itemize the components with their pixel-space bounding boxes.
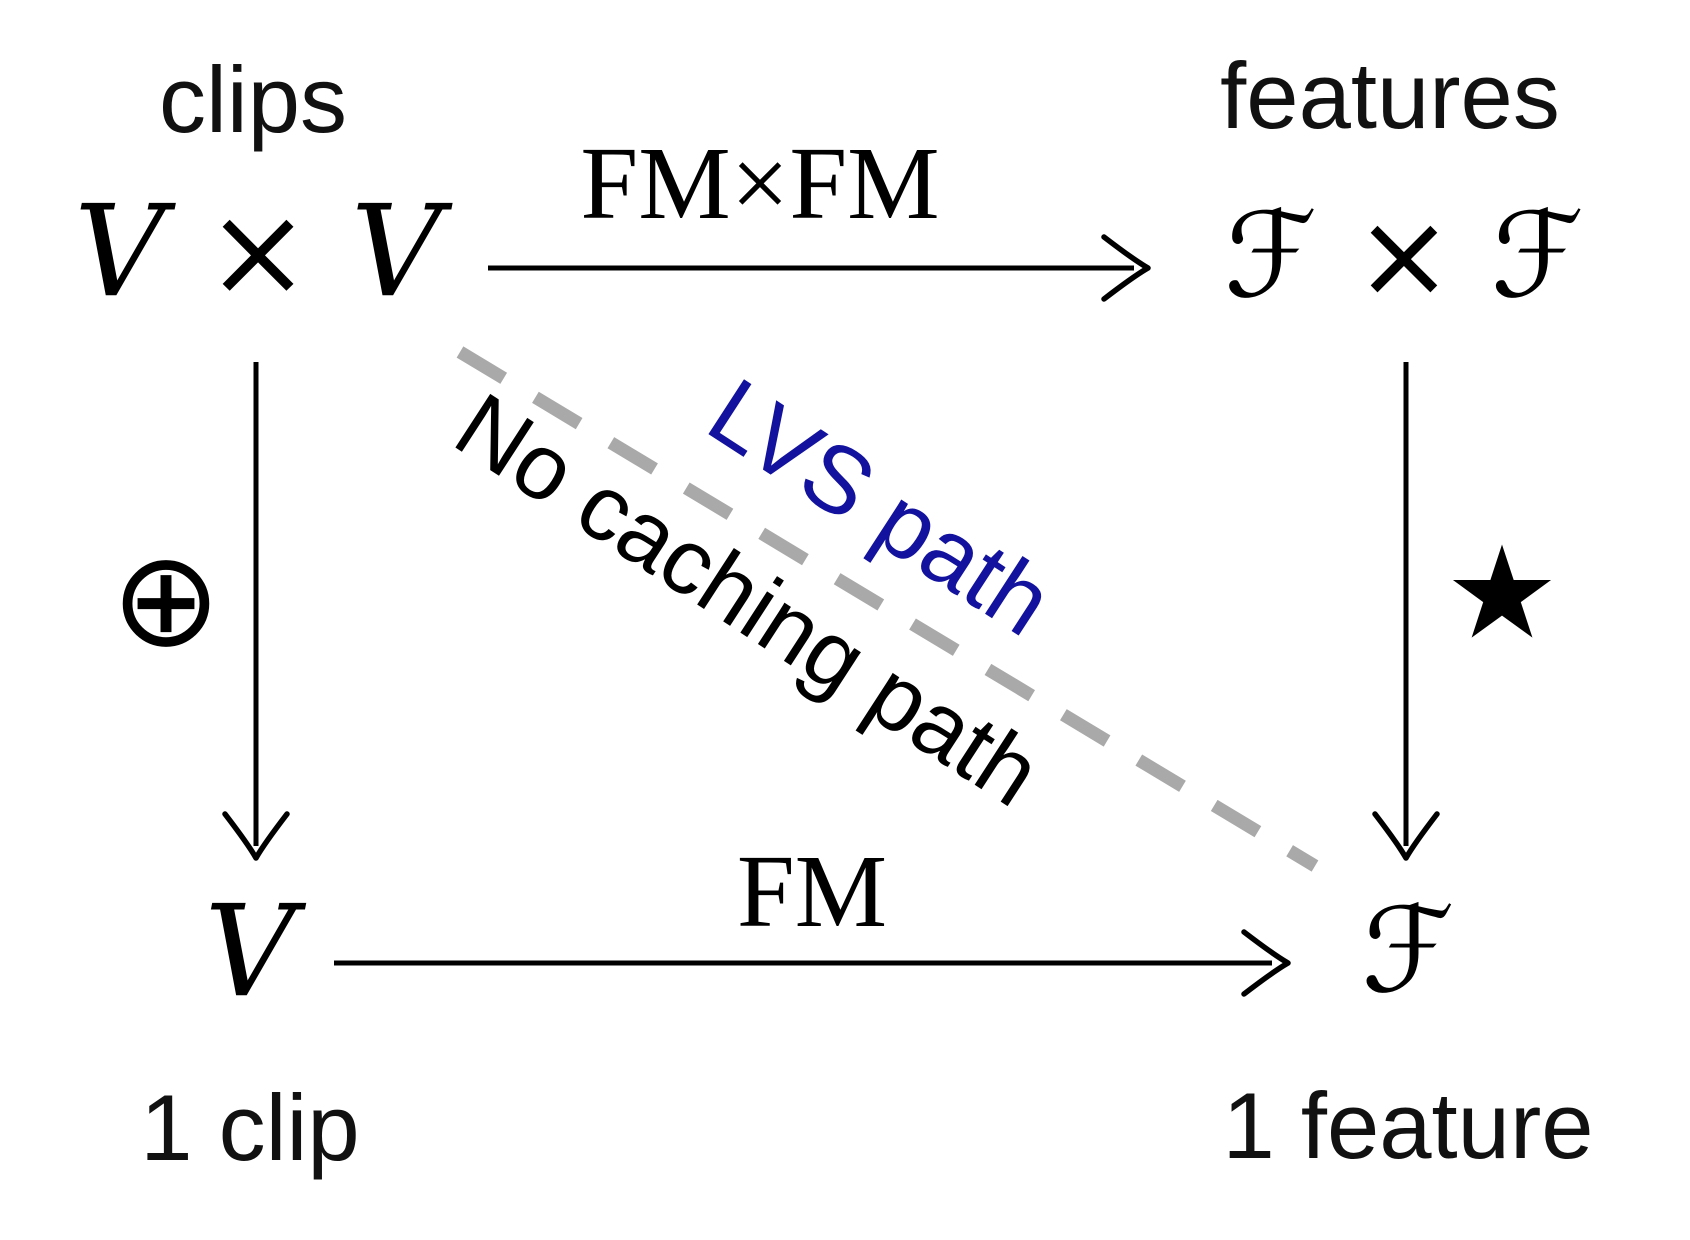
diagonal-dashed-line xyxy=(456,346,1319,872)
node-features-pair: ℱ × ℱ xyxy=(1224,186,1584,324)
node-clips-pair: V × V xyxy=(74,178,442,325)
left-arrow xyxy=(222,362,290,861)
top-arrow xyxy=(488,234,1151,302)
black-star-icon: ★ xyxy=(1444,519,1560,668)
top-edge-label: FM×FM xyxy=(580,126,940,241)
right-arrow xyxy=(1372,362,1440,861)
features-caption: features xyxy=(1220,43,1560,148)
node-clip-single: V xyxy=(204,878,296,1025)
bottom-arrow xyxy=(334,929,1291,997)
node-feature-single: ℱ xyxy=(1361,881,1455,1019)
left-arrowhead-icon xyxy=(222,811,290,861)
circled-plus-icon: ⊕ xyxy=(110,523,222,677)
one-clip-caption: 1 clip xyxy=(140,1075,360,1180)
clips-caption: clips xyxy=(158,47,348,152)
one-feature-caption: 1 feature xyxy=(1222,1073,1594,1178)
bottom-edge-label: FM xyxy=(736,834,888,949)
top-arrowhead-icon xyxy=(1101,234,1151,302)
right-arrowhead-icon xyxy=(1372,811,1440,861)
bottom-arrowhead-icon xyxy=(1241,929,1291,997)
